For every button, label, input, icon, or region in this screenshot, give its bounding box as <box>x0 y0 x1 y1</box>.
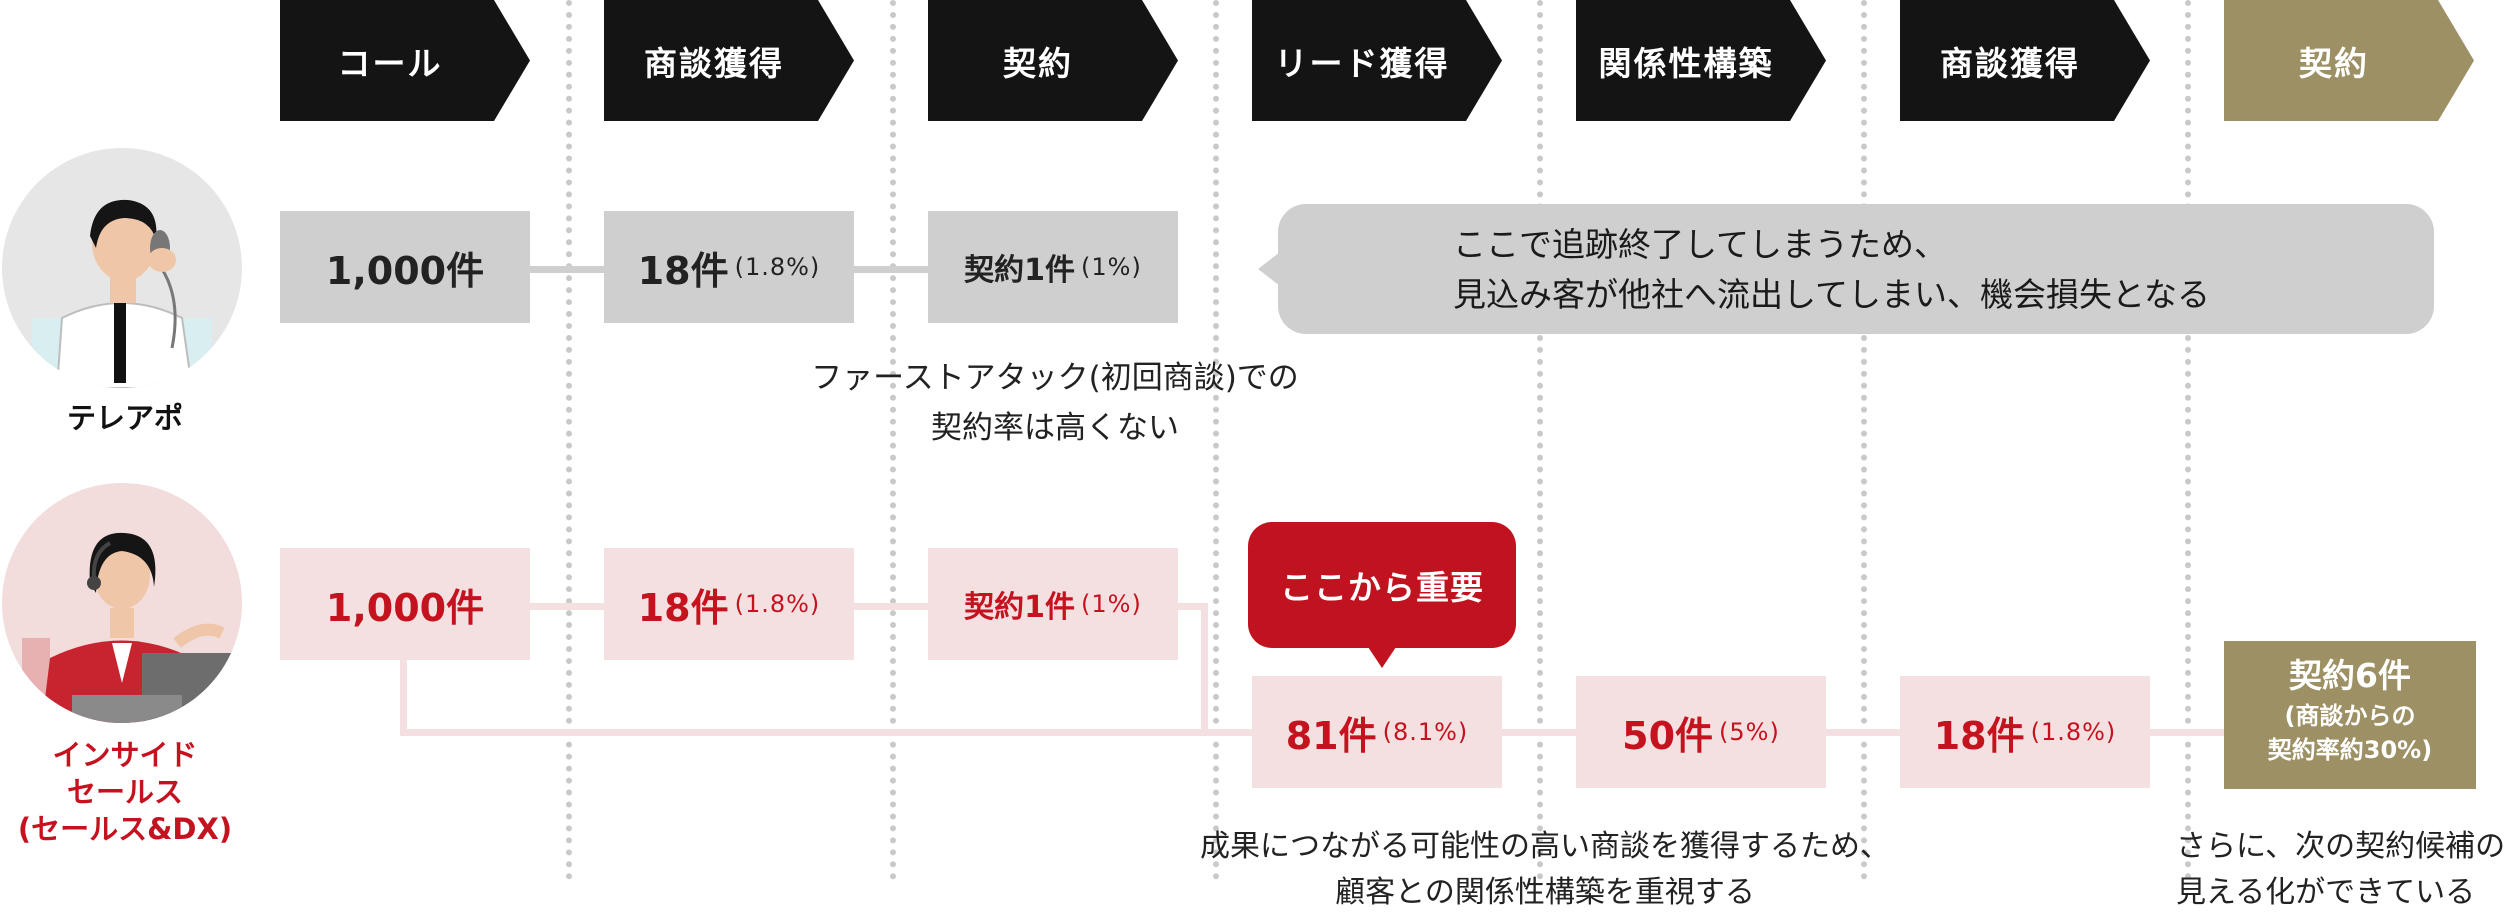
stage-chevron-meeting-2: 商談獲得 <box>1900 0 2150 121</box>
teleapo-contract-box: 契約1件 (1%) <box>928 211 1178 323</box>
role-line: (セールス&DX) <box>17 812 233 846</box>
box-count: 18件 <box>637 585 729 630</box>
inside-sales-note: 成果につながる可能性の高い商談を獲得するため、 顧客との関係性構築を重視する <box>1150 824 1940 916</box>
stage-chevron-meeting: 商談獲得 <box>604 0 854 121</box>
connector <box>1826 729 1900 736</box>
stage-chevron-contract-final: 契約 <box>2224 0 2474 121</box>
final-rate-line: 契約率約30%) <box>2267 736 2433 764</box>
note-line: 成果につながる可能性の高い商談を獲得するため、 <box>1200 829 1890 864</box>
teleapo-callout-text: ここで追跡終了してしまうため、 見込み客が他社へ流出してしまい、機会損失となる <box>1453 220 2210 320</box>
connector <box>854 266 928 273</box>
inside-meeting-box: 18件 (1.8%) <box>604 548 854 660</box>
role-line: インサイド <box>52 738 198 772</box>
stage-chevron-contract: 契約 <box>928 0 1178 121</box>
connector <box>530 266 604 273</box>
stage-label: 商談獲得 <box>644 43 784 83</box>
stage-chevron-call: コール <box>280 0 530 121</box>
inside-meeting2-box: 18件 (1.8%) <box>1900 676 2150 788</box>
connector <box>1178 603 1208 610</box>
connector <box>400 660 407 736</box>
inside-call-box: 1,000件 <box>280 548 530 660</box>
note-line: ファーストアタック(初回商談)での <box>811 360 1299 396</box>
box-rate: (1.8%) <box>2030 718 2117 746</box>
role-line: セールス <box>66 775 183 809</box>
teleapo-role-label: テレアポ <box>66 401 183 435</box>
stage-chevron-lead: リード獲得 <box>1252 0 1502 121</box>
column-divider <box>1213 0 1219 880</box>
final-rate-line: (商談からの <box>2284 702 2416 730</box>
column-divider <box>890 0 896 880</box>
note-line: 顧客との関係性構築を重視する <box>1335 875 1755 910</box>
column-divider <box>1861 0 1867 880</box>
connector <box>2150 729 2224 736</box>
inside-sales-note-right: さらに、次の契約候補の 見える化ができている <box>2176 824 2516 916</box>
callout-line: 見込み客が他社へ流出してしまい、機会損失となる <box>1453 275 2211 314</box>
note-line: さらに、次の契約候補の <box>2176 829 2506 864</box>
box-rate: (8.1%) <box>1382 718 1469 746</box>
box-count: 18件 <box>1933 713 2025 758</box>
box-rate: (5%) <box>1719 718 1780 746</box>
inside-sales-role-label: インサイド セールス (セールス&DX) <box>0 737 250 848</box>
final-contract-box: 契約6件 (商談からの 契約率約30%) <box>2224 641 2476 789</box>
box-rate: (1.8%) <box>734 253 821 281</box>
stage-label: リード獲得 <box>1274 43 1450 83</box>
box-count: 契約1件 <box>964 590 1076 625</box>
connector <box>1502 729 1576 736</box>
connector <box>400 729 1252 736</box>
final-count: 契約6件 <box>2289 656 2411 695</box>
box-count: 81件 <box>1285 713 1377 758</box>
stage-label: 関係性構築 <box>1598 43 1774 83</box>
important-badge-label: ここから重要 <box>1280 568 1484 607</box>
stage-label: コール <box>337 43 443 83</box>
important-badge-bubble <box>1248 522 1516 668</box>
inside-sales-avatar <box>2 483 242 723</box>
connector <box>530 603 604 610</box>
inside-relationship-box: 50件 (5%) <box>1576 676 1826 788</box>
stage-label: 商談獲得 <box>1940 43 2080 83</box>
inside-lead-box: 81件 (8.1%) <box>1252 676 1502 788</box>
stage-chevron-relationship: 関係性構築 <box>1576 0 1826 121</box>
box-count: 50件 <box>1622 713 1714 758</box>
note-line: 見える化ができている <box>2176 875 2476 910</box>
column-divider <box>566 0 572 880</box>
box-rate: (1%) <box>1081 253 1142 281</box>
box-count: 18件 <box>637 248 729 293</box>
column-divider <box>2185 0 2191 880</box>
note-line: 契約率は高くない <box>931 410 1179 446</box>
teleapo-avatar <box>2 148 242 388</box>
teleapo-call-box: 1,000件 <box>280 211 530 323</box>
connector <box>854 603 928 610</box>
stage-label: 契約 <box>1003 43 1073 83</box>
connector <box>1201 603 1208 733</box>
box-count: 1,000件 <box>325 585 485 630</box>
callout-line: ここで追跡終了してしまうため、 <box>1453 225 1948 264</box>
inside-contract-box: 契約1件 (1%) <box>928 548 1178 660</box>
teleapo-meeting-box: 18件 (1.8%) <box>604 211 854 323</box>
box-count: 契約1件 <box>964 253 1076 288</box>
box-rate: (1.8%) <box>734 590 821 618</box>
stage-label: 契約 <box>2299 43 2369 83</box>
teleapo-note: ファーストアタック(初回商談)での 契約率は高くない <box>795 353 1315 453</box>
box-rate: (1%) <box>1081 590 1142 618</box>
column-divider <box>1537 0 1543 880</box>
teleapo-callout-bubble <box>1258 204 2434 334</box>
box-count: 1,000件 <box>325 248 485 293</box>
